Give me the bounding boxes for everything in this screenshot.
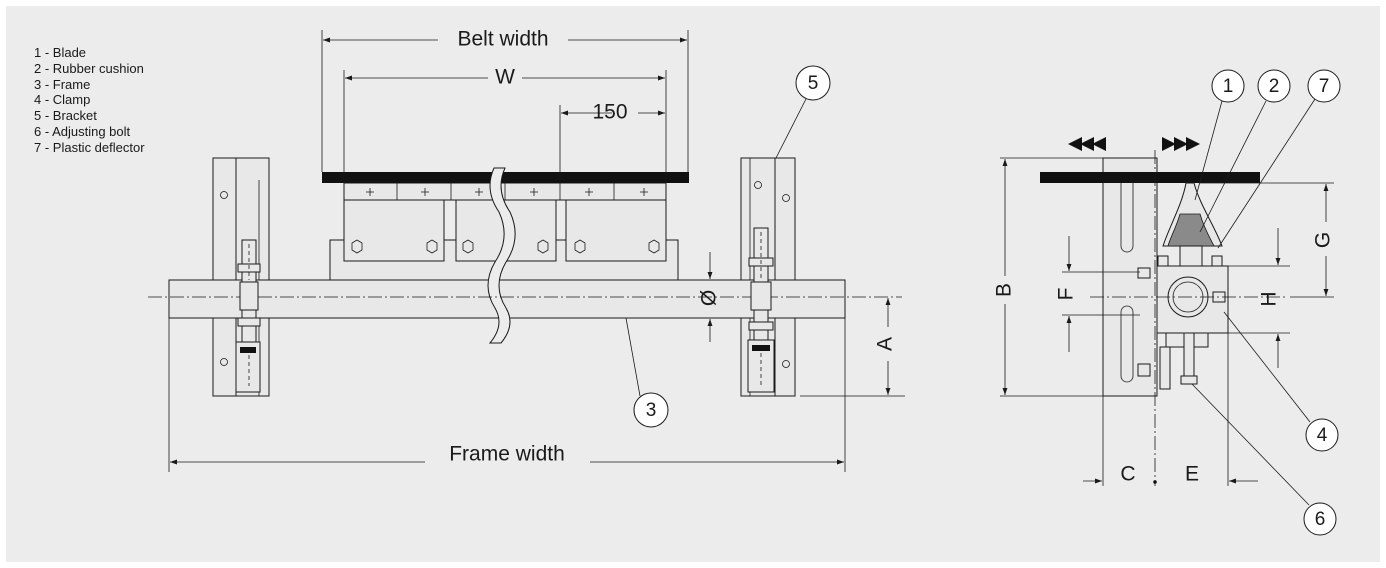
- c-e-dimension: C E: [1083, 333, 1258, 486]
- h-label: H: [1258, 291, 1281, 306]
- frame-width-label: Frame width: [449, 443, 565, 466]
- blade-segments: [343, 182, 667, 201]
- left-adjuster: [235, 239, 261, 393]
- b-dimension: B: [993, 157, 1103, 397]
- callout-1: 1: [1194, 69, 1245, 201]
- callout-4: 4: [1223, 311, 1339, 452]
- c-label: C: [1120, 463, 1135, 486]
- a-label: A: [874, 337, 897, 351]
- e-label: E: [1185, 463, 1199, 486]
- h-dimension: H: [1228, 228, 1290, 368]
- legend-item: 6 - Adjusting bolt: [34, 123, 131, 139]
- callout-2: 2: [1199, 69, 1291, 233]
- frame-width-dimension: Frame width: [168, 318, 846, 472]
- belt-width-dimension: Belt width: [321, 28, 689, 172]
- diameter-dimension: Ø: [698, 252, 721, 342]
- callout-5: 5: [775, 65, 831, 159]
- svg-text:7: 7: [1319, 76, 1330, 97]
- legend-item: 3 - Frame: [34, 76, 91, 92]
- belt: [322, 172, 689, 183]
- spacing-dimension: 150: [559, 101, 665, 183]
- callout-3: 3: [625, 317, 669, 428]
- legend-item: 1 - Blade: [34, 45, 87, 60]
- svg-text:3: 3: [646, 400, 657, 421]
- parts-legend: 1 - Blade 2 - Rubber cushion 3 - Frame 4…: [34, 45, 145, 156]
- callout-7: 7: [1217, 69, 1341, 249]
- svg-text:2: 2: [1269, 76, 1280, 97]
- svg-text:4: 4: [1317, 425, 1328, 446]
- w-dimension: W: [343, 66, 667, 183]
- side-belt: [1040, 172, 1260, 183]
- legend-item: 7 - Plastic deflector: [34, 139, 145, 155]
- spacing-label: 150: [592, 101, 627, 124]
- diameter-label: Ø: [698, 290, 721, 306]
- g-dimension: G: [1200, 182, 1335, 298]
- right-adjuster: [747, 227, 775, 393]
- belt-width-label: Belt width: [457, 28, 548, 51]
- break-line: [487, 167, 516, 344]
- svg-text:5: 5: [808, 73, 819, 94]
- svg-text:1: 1: [1223, 76, 1234, 97]
- g-label: G: [1312, 232, 1335, 248]
- b-label: B: [993, 283, 1016, 297]
- legend-item: 2 - Rubber cushion: [34, 60, 144, 76]
- front-view: Belt width W 150 Ø: [148, 28, 905, 472]
- side-view: B F G: [993, 69, 1341, 536]
- w-label: W: [495, 66, 515, 89]
- f-label: F: [1055, 288, 1078, 301]
- legend-item: 5 - Bracket: [34, 108, 97, 124]
- direction-arrows: [1068, 137, 1200, 151]
- a-dimension: A: [800, 298, 905, 397]
- svg-text:6: 6: [1315, 509, 1326, 530]
- legend-item: 4 - Clamp: [34, 92, 91, 108]
- f-dimension: F: [1055, 236, 1140, 352]
- callout-6: 6: [1191, 383, 1337, 536]
